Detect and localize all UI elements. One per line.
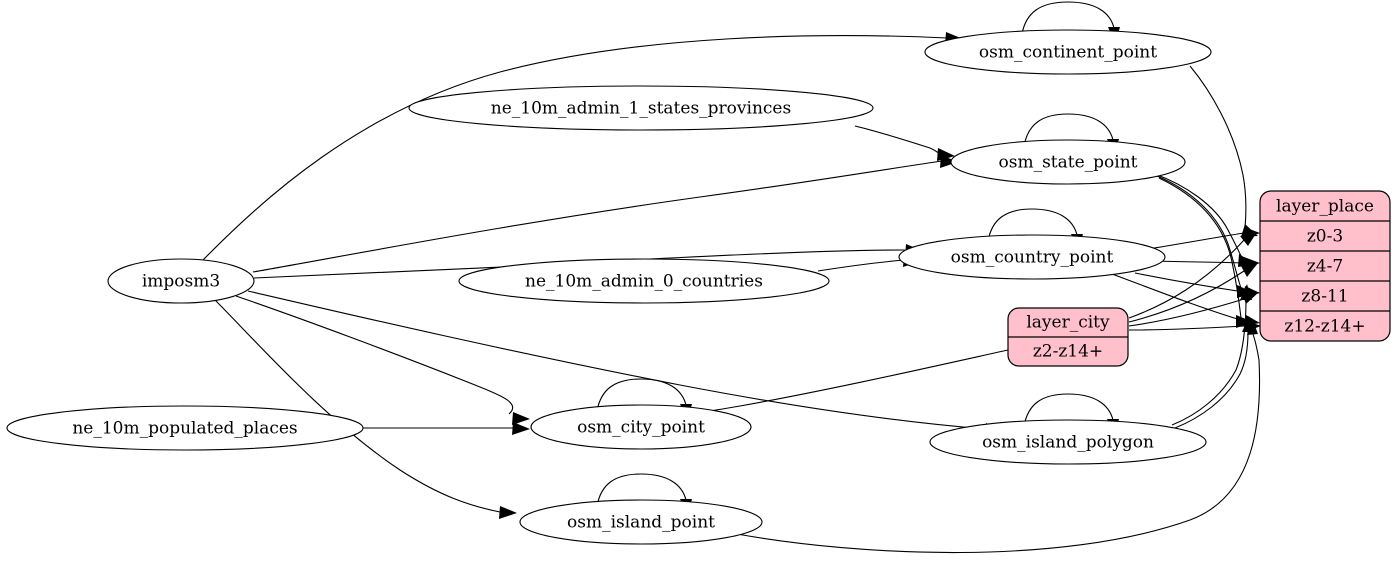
node-shape-ellipse — [530, 404, 752, 450]
edge-selfloop-osm_continent_point — [1021, 1, 1115, 35]
arrowhead — [1240, 232, 1257, 246]
edge-ne_states-to-osm_state_point — [854, 125, 941, 155]
record-row-z8-11[interactable]: z8-11 — [1301, 287, 1348, 307]
node-osm_country_point[interactable]: osm_country_point — [898, 234, 1166, 280]
node-osm_continent_point[interactable]: osm_continent_point — [924, 29, 1212, 75]
edge-selfloop-osm_state_point — [1023, 113, 1114, 147]
record-row-z12-z14[interactable]: z12-z14+ — [1284, 317, 1365, 337]
arrowhead — [499, 506, 517, 519]
edge-imposm3-to-osm_continent_point — [202, 35, 948, 261]
edge-osm_country_point-to-layer_place-z12_z14 — [1111, 273, 1245, 322]
arrowhead — [1245, 320, 1261, 332]
node-shape-ellipse — [924, 29, 1212, 75]
edge-osm_state_point-to-layer_place-z12_z14 — [1158, 177, 1242, 319]
node-label: ne_10m_admin_1_states_provinces — [491, 99, 791, 119]
node-imposm3[interactable]: imposm3 — [107, 258, 255, 304]
record-body — [1259, 190, 1391, 342]
node-label: osm_island_point — [567, 513, 715, 533]
node-shape-ellipse — [458, 258, 830, 304]
node-osm_island_point[interactable]: osm_island_point — [519, 499, 763, 545]
node-shape-ellipse — [898, 234, 1166, 280]
node-ne_10m_populated_places[interactable]: ne_10m_populated_places — [6, 405, 364, 451]
edge-layer_city-to-layer_place-z0_3 — [1128, 239, 1245, 319]
edge-osm_continent_point-to-layer_place-z0_3 — [1189, 65, 1247, 229]
node-label: ne_10m_admin_0_countries — [525, 272, 763, 292]
node-ne_10m_admin_0_countries[interactable]: ne_10m_admin_0_countries — [458, 258, 830, 304]
nodes-layer: imposm3 ne_10m_admin_1_states_provinces … — [6, 29, 1212, 545]
edge-osm_island_point-to-layer_place-z12_z14 — [736, 333, 1261, 554]
arrowhead — [512, 412, 530, 425]
edge-imposm3-to-osm_island_point — [214, 299, 501, 513]
records-layer: layer_place z0-3 z4-7 z8-11 z12-z14+ lay… — [1007, 190, 1391, 367]
edge-selfloop-osm_island_point — [596, 473, 687, 507]
edge-imposm3-to-osm_state_point — [252, 160, 943, 273]
edge-osm_country_point-to-layer_place-z4_7 — [1154, 260, 1245, 264]
node-shape-ellipse — [929, 419, 1207, 465]
node-label: osm_state_point — [999, 153, 1138, 173]
arrowhead — [512, 422, 530, 435]
node-osm_city_point[interactable]: osm_city_point — [530, 404, 752, 450]
record-row-z4-7[interactable]: z4-7 — [1307, 257, 1343, 277]
edge-osm_country_point-to-layer_place-z0_3 — [1147, 232, 1245, 250]
node-shape-ellipse — [6, 405, 364, 451]
node-ne_10m_admin_1_states_provinces[interactable]: ne_10m_admin_1_states_provinces — [408, 85, 874, 131]
record-row-header: layer_place — [1276, 197, 1374, 217]
record-row-z2-z14[interactable]: z2-z14+ — [1033, 342, 1103, 362]
edge-layer_city-to-layer_place-z4_7 — [1128, 270, 1245, 323]
node-shape-ellipse — [950, 139, 1186, 185]
node-shape-ellipse — [519, 499, 763, 545]
node-label: osm_continent_point — [979, 43, 1157, 63]
node-label: imposm3 — [142, 272, 220, 292]
arrowhead — [937, 148, 955, 161]
node-label: ne_10m_populated_places — [72, 419, 297, 439]
edge-layer_city-to-layer_place-z12_z14 — [1128, 325, 1246, 331]
record-layer_city[interactable]: layer_city z2-z14+ — [1007, 307, 1129, 367]
edge-osm_country_point-to-layer_place-z8_11 — [1134, 272, 1245, 293]
arrowhead — [1241, 263, 1258, 277]
record-row-header: layer_city — [1026, 313, 1110, 333]
record-row-z0-3[interactable]: z0-3 — [1307, 227, 1343, 247]
edge-layer_city-to-layer_place-z8_11 — [1128, 298, 1245, 327]
edge-osm_island_polygon-to-layer_place-z12_z14 — [1174, 331, 1249, 429]
node-osm_island_polygon[interactable]: osm_island_polygon — [929, 419, 1207, 465]
node-label: osm_island_polygon — [982, 433, 1154, 453]
edge-imposm3-to-osm_city_point — [235, 295, 514, 415]
node-label: osm_city_point — [577, 418, 705, 438]
edge-osm_state_point-to-layer_place-z4_7 — [1154, 173, 1243, 259]
record-layer_place[interactable]: layer_place z0-3 z4-7 z8-11 z12-z14+ — [1259, 190, 1391, 342]
edge-layer_city-to-osm_city_point — [671, 349, 1009, 417]
edge-osm_state_point-to-layer_place-z8_11 — [1156, 175, 1242, 289]
node-shape-ellipse — [107, 258, 255, 304]
node-osm_state_point[interactable]: osm_state_point — [950, 139, 1186, 185]
arrowhead — [1242, 292, 1259, 304]
edge-ne_countries-to-osm_country_point — [817, 259, 906, 272]
node-label: osm_country_point — [951, 248, 1114, 268]
node-shape-ellipse — [408, 85, 874, 131]
edge-selfloop-osm_country_point — [987, 208, 1078, 242]
edge-selfloop-osm_island_polygon — [1023, 393, 1114, 427]
edge-selfloop-osm_city_point — [596, 378, 687, 412]
